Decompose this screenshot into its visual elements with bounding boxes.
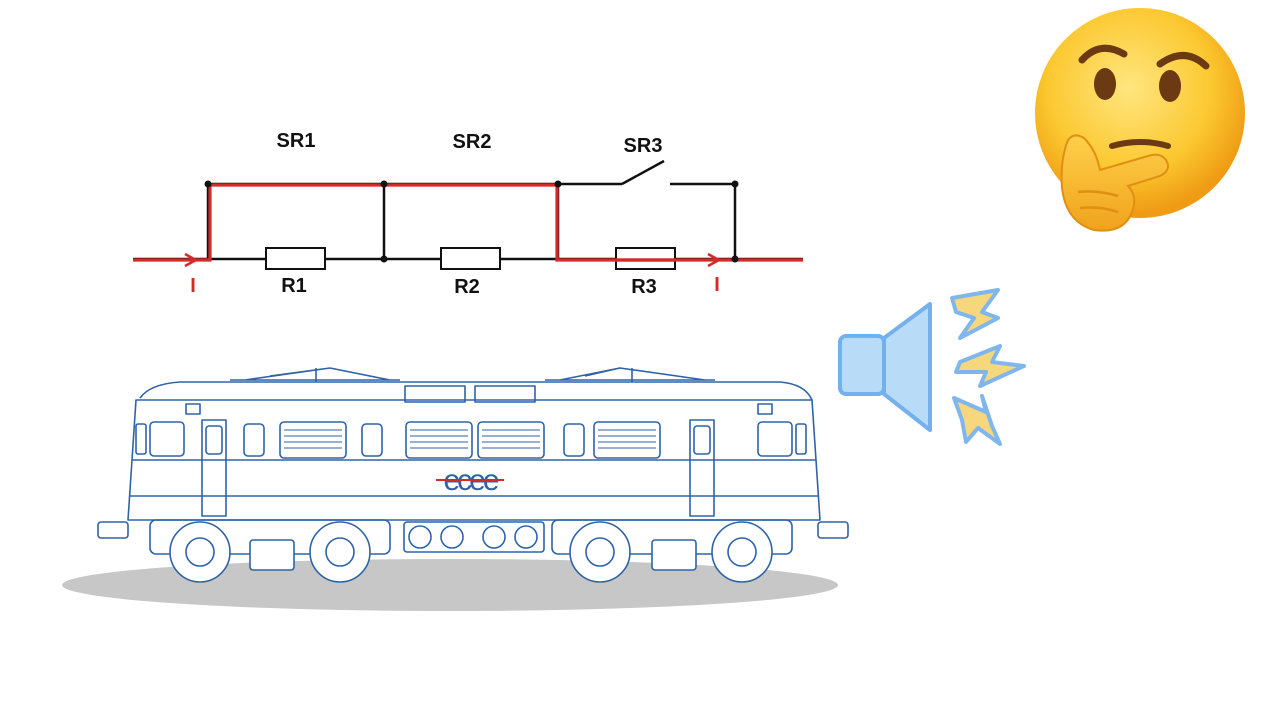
electric-locomotive-illustration: ecee [62, 367, 849, 611]
resistor-label-r1: R1 [281, 275, 307, 297]
current-label-in: I [190, 275, 196, 297]
locomotive-shadow [62, 559, 838, 611]
current-arrow-in [184, 252, 199, 268]
resistor-label-r2: R2 [454, 276, 480, 298]
circuit-wires [133, 159, 803, 261]
sound-bolt-top-icon [950, 288, 1000, 340]
resistor-r2 [440, 247, 501, 270]
current-arrow-out [707, 252, 722, 268]
resistor-label-r3: R3 [631, 276, 657, 298]
sound-bolt-bottom-icon [952, 394, 1002, 446]
switch-label-sr2: SR2 [453, 131, 492, 153]
switch-label-sr1: SR1 [277, 130, 316, 152]
junction-dots [204, 180, 739, 263]
resistor-circuit-diagram: SR1 SR2 SR3 R1 R2 R3 I I [133, 130, 803, 298]
current-label-out: I [714, 274, 720, 296]
switch-label-sr3: SR3 [624, 135, 663, 157]
sound-bolt-middle-icon [954, 344, 1026, 388]
speaker-sound-icon [838, 288, 1026, 446]
thinking-face-emoji-icon [1035, 8, 1245, 232]
resistor-r1 [265, 247, 326, 270]
